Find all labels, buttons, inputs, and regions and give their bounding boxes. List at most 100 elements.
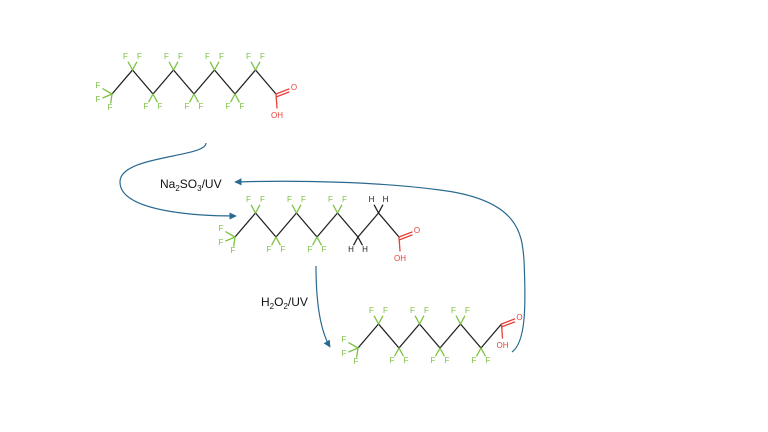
reagent-2-base: H [261,295,270,309]
backbone-bond [213,69,236,95]
reagent-2-sub2: 2 [283,302,288,311]
fluorine-atom: F [431,356,436,365]
backbone-bond [357,323,380,349]
c-f-bond [455,315,462,325]
fluorine-atom: F [390,356,395,365]
fluorine-atom: F [342,349,347,358]
hydroxyl-group: OH [271,111,283,120]
fluorine-atom: F [260,195,265,204]
fluorine-atom: F [205,52,210,61]
fluorine-atom: F [322,245,327,254]
c-o-double-bond [398,231,413,238]
fluorine-atom: F [486,356,491,365]
fluorine-atom: F [369,306,374,315]
backbone-bond [234,212,257,238]
reagent-1-tail: /UV [202,177,222,191]
fluorine-atom: F [342,195,347,204]
oxygen-atom: O [516,313,522,322]
reagent-2-mid: O [274,295,283,309]
fluorine-atom: F [342,335,347,344]
c-f-bond [373,315,380,325]
c-f-bond [476,347,482,357]
arrow-mol3-to-reagent-label [234,178,526,353]
backbone-bond [439,323,462,349]
c-f-bond [275,236,281,246]
hydrogen-atom: H [383,195,389,204]
c-f-bond [271,236,277,246]
c-f-bond [414,315,421,325]
hydrogen-atom: H [369,195,375,204]
backbone-bond [172,69,195,95]
c-f-bond [356,347,359,358]
c-f-bond [127,61,134,71]
fluorine-atom: F [178,52,183,61]
backbone-bond [418,323,441,349]
c-h-bond [357,236,363,246]
c-f-bond [348,347,359,353]
c-f-bond [168,61,175,71]
fluorine-atom: F [354,357,359,366]
fluorine-atom: F [472,356,477,365]
fluorine-atom: F [301,195,306,204]
c-f-bond [189,93,195,103]
hydrogen-atom: H [348,245,354,254]
c-f-bond [102,88,113,95]
reagent-2-tail: /UV [288,295,308,309]
fluorine-atom: F [308,245,313,254]
backbone-bond [357,212,380,238]
c-o-double-bond [275,88,290,95]
c-f-bond [254,204,261,214]
backbone-bond [275,212,298,238]
oxygen-atom: O [291,83,297,92]
backbone-bond [480,323,503,349]
fluorine-atom: F [328,195,333,204]
fluorine-atom: F [164,52,169,61]
hydrogen-atom: H [362,245,368,254]
c-f-bond [131,61,138,71]
c-f-bond [254,61,261,71]
fluorine-atom: F [219,52,224,61]
hydroxyl-group: OH [394,254,406,263]
backbone-bond [193,69,216,95]
fluorine-atom: F [246,52,251,61]
fluorine-atom: F [219,238,224,247]
c-f-bond [291,204,298,214]
c-f-bond [230,93,236,103]
reagent-label-na2so3-uv: Na2SO3/UV [160,177,222,193]
c-f-bond [193,93,199,103]
c-f-bond [312,236,318,246]
c-f-bond [225,231,236,238]
c-o-double-bond [398,234,413,241]
backbone-bond [152,69,175,95]
backbone-bond [234,69,257,95]
c-f-bond [250,204,257,214]
c-f-bond [394,347,400,357]
backbone-bond [459,323,482,349]
backbone-bond [254,69,277,95]
reagent-1-mid: SO [180,177,197,191]
fluorine-atom: F [451,306,456,315]
fluorine-atom: F [108,103,113,112]
c-f-bond [439,347,445,357]
backbone-bond [316,212,339,238]
oxygen-atom: O [414,226,420,235]
c-f-bond [213,61,220,71]
c-f-bond [102,93,113,99]
backbone-bond [295,212,318,238]
fluorine-atom: F [226,102,231,111]
c-f-bond [148,93,154,103]
backbone-bond [398,323,421,349]
reagent-1-sub2: 3 [197,184,202,193]
c-f-bond [152,93,158,103]
hydroxyl-group: OH [497,341,509,350]
fluorine-atom: F [267,245,272,254]
fluorine-atom: F [158,102,163,111]
c-f-bond [332,204,339,214]
backbone-bond [131,69,154,95]
c-f-bond [209,61,216,71]
c-f-bond [418,315,425,325]
c-f-bond [398,347,404,357]
c-f-bond [250,61,257,71]
c-f-bond [435,347,441,357]
